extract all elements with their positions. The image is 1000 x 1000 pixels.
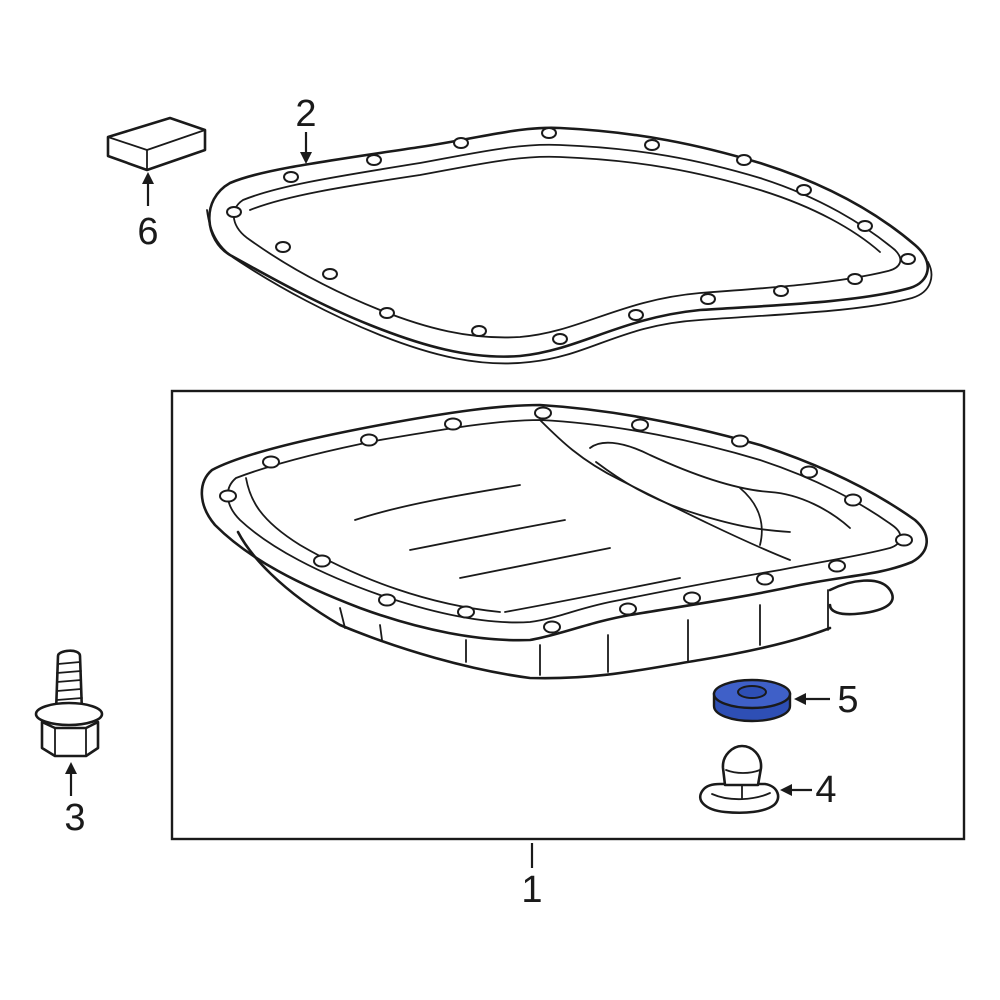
bolt-part[interactable] xyxy=(34,649,104,758)
callout-4-label: 4 xyxy=(815,769,836,811)
pan-assembly-frame xyxy=(170,389,966,841)
callout-4-leader xyxy=(780,784,812,796)
callout-3-leader xyxy=(65,762,77,796)
clip-part[interactable] xyxy=(698,744,780,815)
callout-1-label: 1 xyxy=(521,869,542,911)
callout-2-leader xyxy=(300,132,312,164)
callout-6-label: 6 xyxy=(137,211,158,253)
callout-2-label: 2 xyxy=(295,93,316,135)
gasket-part[interactable] xyxy=(206,126,933,365)
callout-5-leader xyxy=(794,693,830,705)
drain-plug-washer-part[interactable] xyxy=(712,678,792,723)
callout-3-label: 3 xyxy=(64,797,85,839)
oil-pan-part[interactable] xyxy=(200,403,928,680)
callout-5-label: 5 xyxy=(837,679,858,721)
sealant-block-part[interactable] xyxy=(106,116,207,172)
callout-6-leader xyxy=(142,172,154,206)
